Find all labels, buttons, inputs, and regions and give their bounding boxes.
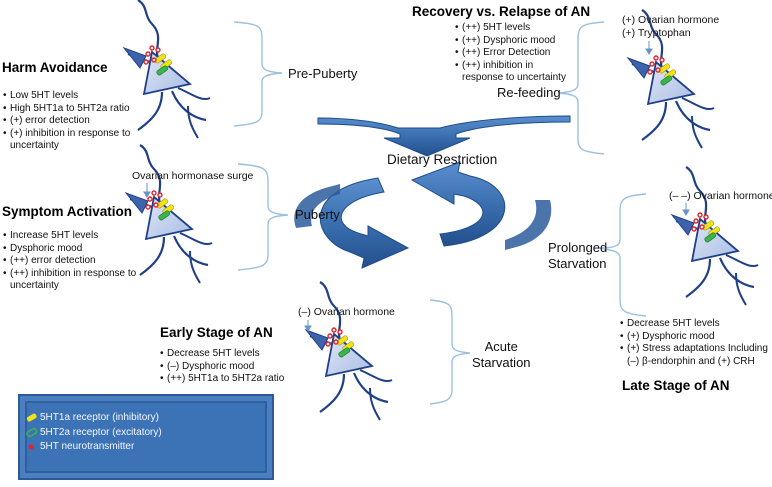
cycle-arrows (294, 161, 552, 269)
list-item: Decrease 5HT levels (620, 318, 768, 331)
note-pointers (143, 41, 690, 332)
recovery-list: (++) 5HT levels (++) Dysphoric mood (++)… (455, 22, 575, 85)
harm-avoidance-list: Low 5HT levels High 5HT1a to 5HT2a ratio… (3, 90, 153, 153)
list-item: (+) Dysphoric mood (620, 331, 768, 344)
green-receptor-icon (26, 428, 38, 438)
legend-item-5ht: 5HT neurotransmitter (28, 441, 135, 452)
legend-label: 5HT2a receptor (excitatory) (40, 427, 162, 438)
list-item: Dysphoric mood (3, 243, 153, 256)
legend-box: 5HT1a receptor (inhibitory) 5HT2a recept… (18, 394, 274, 480)
list-item: Decrease 5HT levels (160, 348, 330, 361)
list-item: (+) inhibition in response to uncertaint… (3, 128, 153, 153)
neuron-late-stage (670, 165, 760, 307)
list-item: (+) error detection (3, 115, 153, 128)
legend-label: 5HT neurotransmitter (40, 441, 135, 452)
list-item: (++) error detection (3, 255, 153, 268)
list-item: (++) inhibition in response to uncertain… (3, 268, 153, 293)
cycle-arrow-right (410, 161, 506, 247)
brackets (233, 21, 647, 405)
stage-prolonged-starvation: Prolonged Starvation (548, 240, 608, 271)
recovery-heading: Recovery vs. Relapse of AN (412, 4, 591, 19)
list-item: (+) Stress adaptations Including (–) β-e… (620, 343, 768, 368)
recovery-note-tryptophan: (+) Tryptophan (622, 27, 691, 39)
merge-arrow (317, 115, 571, 157)
list-item: Increase 5HT levels (3, 230, 153, 243)
legend-item-5ht1a: 5HT1a receptor (inhibitory) (26, 412, 159, 423)
early-stage-list: Decrease 5HT levels (–) Dysphoric mood (… (160, 348, 330, 386)
legend-item-5ht2a: 5HT2a receptor (excitatory) (26, 427, 162, 438)
late-stage-heading: Late Stage of AN (622, 378, 730, 393)
recovery-note-ovarian: (+) Ovarian hormone (622, 14, 720, 26)
list-item: High 5HT1a to 5HT2a ratio (3, 103, 153, 116)
stage-acute-starvation: Acute Starvation (472, 339, 531, 370)
late-ovarian-note: (– –) Ovarian hormone (669, 190, 772, 202)
list-item: (++) 5HT1a to 5HT2a ratio (160, 373, 330, 386)
list-item: (–) Dysphoric mood (160, 361, 330, 374)
legend-label: 5HT1a receptor (inhibitory) (40, 412, 159, 423)
stage-puberty: Puberty (295, 207, 340, 222)
early-ovarian-note: (–) Ovarian hormone (298, 306, 395, 318)
ovarian-surge-note: Ovarian hormonase surge (132, 170, 254, 182)
list-item: (++) Dysphoric mood (455, 35, 575, 48)
list-item: (++) Error Detection (455, 47, 575, 60)
symptom-activation-list: Increase 5HT levels Dysphoric mood (++) … (3, 230, 153, 293)
symptom-activation-heading: Symptom Activation (2, 204, 133, 219)
early-stage-heading: Early Stage of AN (160, 325, 273, 340)
list-item: Low 5HT levels (3, 90, 153, 103)
list-item: (++) inhibition in response to uncertain… (455, 60, 575, 85)
stage-pre-puberty: Pre-Puberty (288, 66, 358, 81)
red-dot-icon (28, 444, 34, 450)
cycle-arrow-left (320, 177, 410, 269)
yellow-receptor-icon (26, 413, 37, 422)
list-item: (++) 5HT levels (455, 22, 575, 35)
stage-re-feeding: Re-feeding (497, 85, 561, 100)
dietary-restriction-label: Dietary Restriction (387, 152, 498, 167)
late-stage-list: Decrease 5HT levels (+) Dysphoric mood (… (620, 318, 768, 368)
harm-avoidance-heading: Harm Avoidance (2, 60, 108, 75)
